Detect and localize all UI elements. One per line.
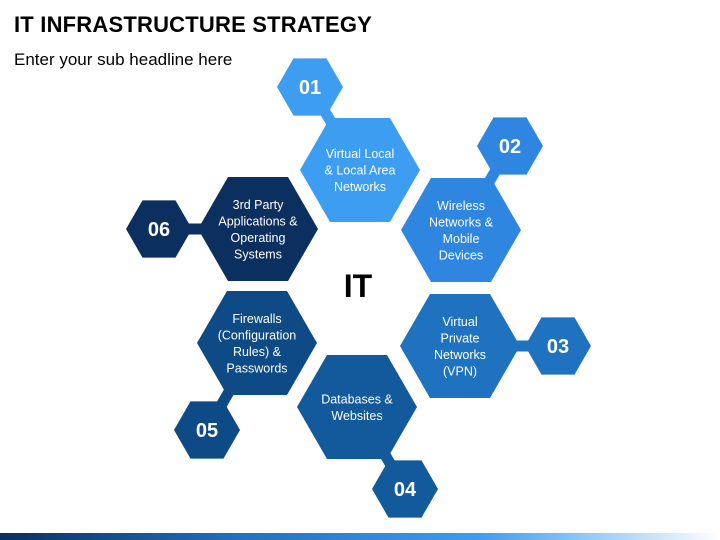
hexagon-text-line: (Configuration — [218, 328, 297, 342]
number-hexagon-03 — [525, 317, 591, 375]
hexagon-text-line: Operating — [231, 231, 286, 245]
hexagon-01 — [300, 118, 420, 222]
hexagon-text-line: Networks & — [429, 215, 494, 229]
number-hexagon-01 — [277, 58, 343, 116]
number-hexagon-02 — [477, 117, 543, 175]
slide-subtitle: Enter your sub headline here — [14, 50, 233, 69]
number-label-02: 02 — [499, 136, 521, 158]
hexagon-text-line: Virtual — [442, 315, 477, 329]
number-label-04: 04 — [394, 479, 417, 501]
number-label-05: 05 — [196, 420, 218, 442]
number-label-03: 03 — [547, 336, 569, 358]
slide-title: IT INFRASTRUCTURE STRATEGY — [14, 12, 373, 37]
hexagon-text-line: Virtual Local — [326, 147, 395, 161]
hexagon-04 — [297, 355, 417, 459]
hexagon-text-line: Rules) & — [233, 345, 282, 359]
hexagon-text-line: Mobile — [443, 232, 480, 246]
hexagon-text-04: Databases & Websites — [321, 392, 393, 423]
hexagon-text-line: 3rd Party — [233, 198, 284, 212]
number-hexagon-05 — [174, 401, 240, 459]
bottom-accent-bar — [0, 533, 720, 540]
hexagon-text-line: Wireless — [437, 199, 485, 213]
hexagon-02 — [401, 178, 521, 282]
hexagon-text-line: Passwords — [226, 361, 287, 375]
hexagon-text-line: Private — [441, 331, 480, 345]
center-label: IT — [344, 268, 373, 304]
hexagon-text-line: Applications & — [218, 214, 298, 228]
hexagon-text-line: Websites — [331, 409, 382, 423]
number-label-01: 01 — [299, 77, 321, 99]
hexagon-text-line: & Local Area — [325, 164, 396, 178]
number-hexagon-04 — [372, 460, 438, 518]
hexagon-text-line: Networks — [334, 180, 386, 194]
hexagon-05 — [197, 291, 317, 395]
hexagon-text-line: Databases & — [321, 392, 393, 406]
hexagon-text-line: Systems — [234, 247, 282, 261]
hexagon-03 — [400, 294, 520, 398]
hexagon-text-line: (VPN) — [443, 364, 477, 378]
hexagon-text-line: Firewalls — [232, 312, 281, 326]
number-hexagon-06 — [126, 200, 192, 258]
hexagon-text-line: Devices — [439, 248, 483, 262]
hexagon-06 — [198, 177, 318, 281]
hexagon-text-line: Networks — [434, 348, 486, 362]
number-label-06: 06 — [148, 219, 170, 241]
